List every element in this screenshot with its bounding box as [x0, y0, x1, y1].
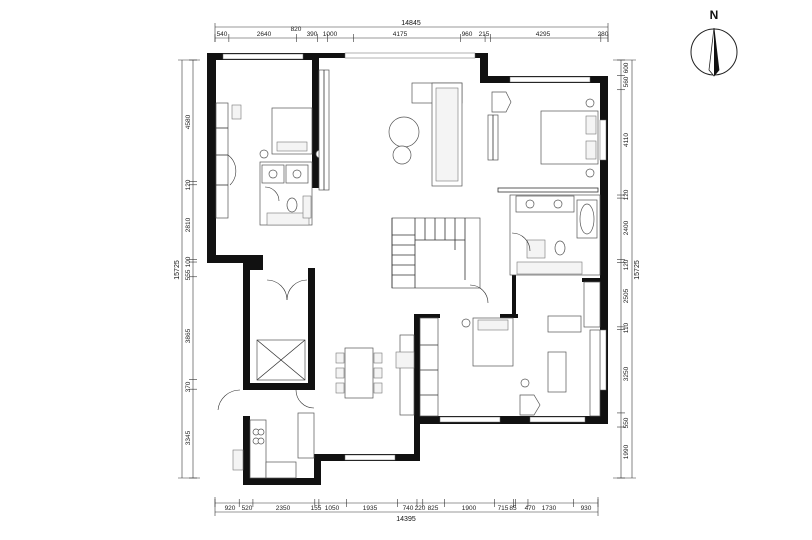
right-dim: 560: [623, 76, 630, 87]
bathroom-right: [497, 187, 601, 276]
bedroom-top-left: [215, 69, 330, 219]
left-dim: 120: [185, 179, 192, 190]
right-dim: 550: [623, 417, 630, 428]
bottom-dim: 1900: [462, 505, 477, 512]
right-dim: 1990: [623, 444, 630, 459]
bottom-total-dimension: 14395: [396, 516, 416, 523]
right-dim: 4110: [623, 133, 630, 147]
top-dim: 820: [291, 26, 302, 33]
right-dim: 2400: [623, 220, 630, 235]
bottom-dim: 520: [242, 505, 253, 512]
north-label: N: [710, 8, 719, 22]
bottom-dim: 1050: [325, 505, 340, 512]
bottom-dim: 470: [525, 505, 536, 512]
left-total-dimension: 15725: [174, 260, 181, 280]
bottom-dim: 1935: [363, 505, 378, 512]
right-dim: 120: [623, 259, 630, 270]
bottom-dim: 155: [311, 505, 322, 512]
left-dim: 2810: [185, 217, 192, 232]
windows: [222, 52, 607, 461]
top-dim: 390: [307, 31, 318, 38]
right-dim: 3250: [623, 366, 630, 381]
bottom-dim: 920: [225, 505, 236, 512]
right-dim: 2505: [623, 288, 630, 303]
right-dim: 600: [623, 62, 630, 73]
left-dim: 3345: [185, 430, 192, 445]
top-dim: 960: [462, 31, 473, 38]
bathroom-left: [259, 161, 313, 226]
right-total-dimension: 15725: [634, 260, 641, 280]
bottom-dim: 220: [415, 505, 426, 512]
staircase: [391, 217, 481, 289]
bottom-dim: 85: [509, 505, 517, 512]
bottom-dimensions: 920 520 2350 155 1050 1935 740 220 825 1…: [214, 497, 599, 523]
bottom-dim: 930: [581, 505, 592, 512]
top-dim: 540: [217, 31, 228, 38]
top-total-dimension: 14845: [401, 20, 421, 27]
right-dimensions: 600 560 4110 120 2400 120 2505 110 3250 …: [613, 59, 641, 479]
living-room: [388, 82, 499, 187]
top-dim: 1000: [323, 31, 338, 38]
top-dim: 4175: [393, 31, 408, 38]
top-dimensions: 14845 540 2640 820 390 1000 4175 960 215…: [214, 20, 609, 42]
bottom-dim: 715: [498, 505, 509, 512]
left-dim: 370: [185, 381, 192, 392]
left-dimensions: 4580 120 2810 100 555 3865 370 3345 1572…: [174, 59, 200, 479]
north-arrow: N: [690, 8, 738, 77]
bottom-dim: 1730: [542, 505, 557, 512]
bedroom-top-right: [491, 91, 599, 178]
doors: [217, 154, 531, 411]
left-dim: 4580: [185, 114, 192, 129]
dining-area: [335, 334, 415, 416]
bottom-dim: 2350: [276, 505, 291, 512]
bedroom-bottom-right: [419, 281, 601, 417]
kitchen: [232, 412, 315, 479]
top-dim: 4295: [536, 31, 551, 38]
top-dim: 280: [598, 31, 609, 38]
right-dim: 120: [623, 189, 630, 200]
top-dim: 2640: [257, 31, 272, 38]
top-dim: 215: [479, 31, 490, 38]
bottom-dim: 825: [428, 505, 439, 512]
right-dim: 110: [623, 322, 630, 333]
left-dim: 555: [185, 269, 192, 280]
elevator-shaft: [256, 339, 306, 381]
bottom-dim: 740: [403, 505, 414, 512]
left-dim: 100: [185, 256, 192, 267]
left-dim: 3865: [185, 328, 192, 343]
